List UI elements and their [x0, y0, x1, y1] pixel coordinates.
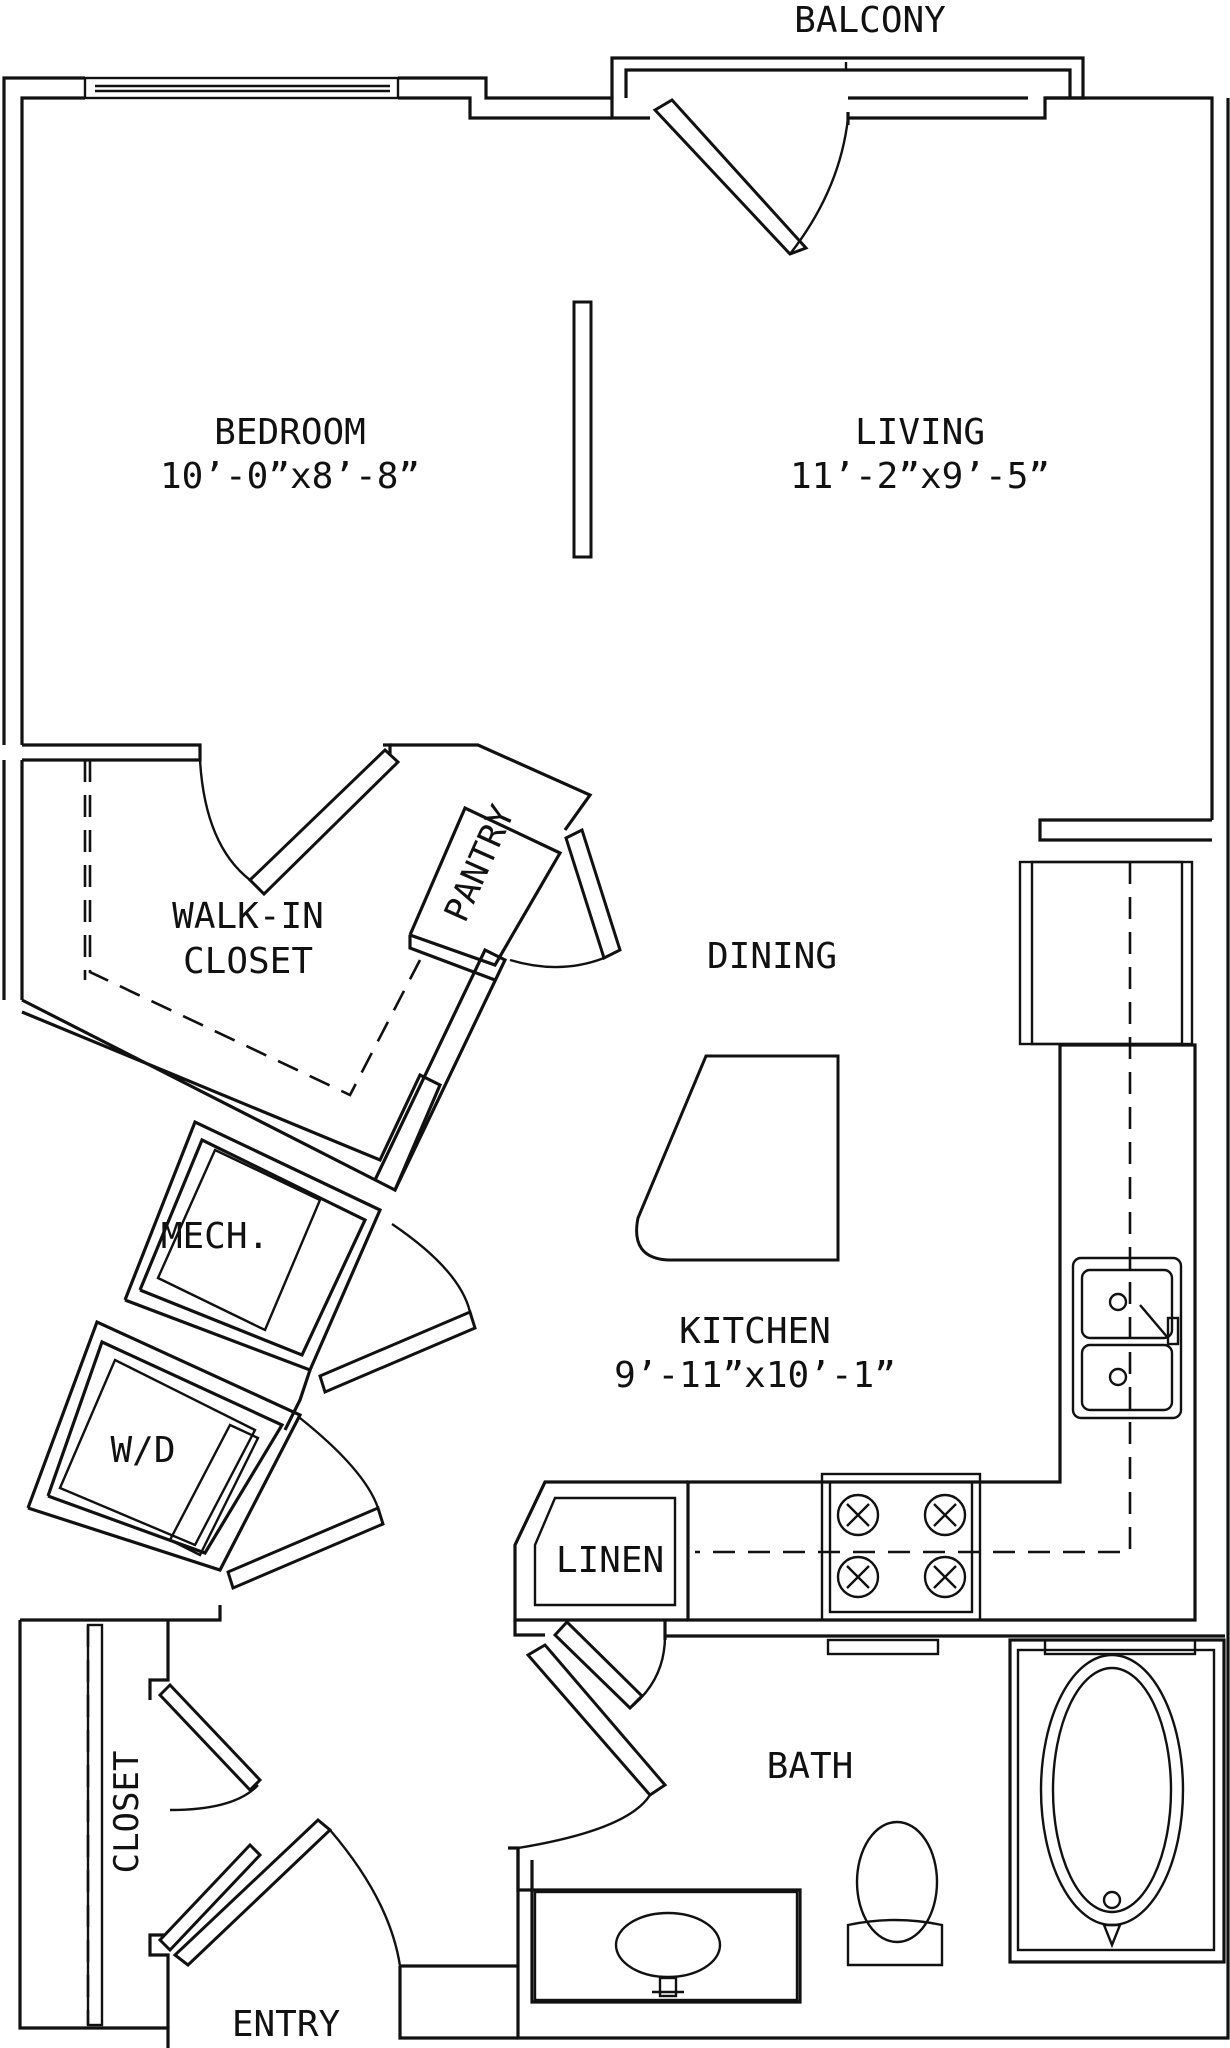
walkin-closet-label-2: CLOSET: [183, 941, 313, 982]
toilet-icon: [846, 1820, 944, 1967]
door-swing-icon[interactable]: [226, 1417, 385, 1591]
balcony-label: BALCONY: [794, 0, 946, 41]
walkin-closet-walls: [21, 743, 443, 1193]
bedroom-dims: 10’-0”x8’-8”: [160, 456, 420, 497]
pantry-walls: [390, 743, 593, 982]
door-swing-icon[interactable]: [172, 1817, 402, 1967]
door-swing-icon[interactable]: [652, 98, 850, 256]
dining-label: DINING: [707, 936, 837, 977]
walkin-closet-label: WALK-IN: [172, 896, 324, 937]
balcony-railing: [610, 56, 1085, 100]
partition-wall: [572, 300, 593, 559]
kitchen-island: [635, 1054, 840, 1262]
pantry-label: PANTRY: [437, 799, 524, 927]
door-swing-icon[interactable]: [509, 827, 622, 969]
bath-walls: [516, 1620, 1226, 2004]
vanity-sink-icon: [533, 1890, 799, 2002]
bedroom-label: BEDROOM: [214, 412, 366, 453]
mech-label: MECH.: [161, 1216, 269, 1257]
bathtub-icon: [1016, 1648, 1216, 1952]
door-swing-icon[interactable]: [157, 1682, 263, 1812]
window-icon: [83, 76, 400, 100]
living-dims: 11’-2”x9’-5”: [790, 456, 1050, 497]
wd-label: W/D: [110, 1430, 175, 1471]
bath-label: BATH: [767, 1746, 854, 1787]
closet-label: CLOSET: [107, 1751, 147, 1874]
door-swing-icon[interactable]: [318, 1223, 477, 1395]
linen-label: LINEN: [556, 1540, 664, 1581]
entry-closet-walls: [86, 1605, 222, 2028]
living-label: LIVING: [855, 412, 985, 453]
range-burner-icon: [820, 1472, 982, 1622]
door-swing-icon[interactable]: [198, 747, 401, 897]
kitchen-dims: 9’-11”x10’-1”: [614, 1355, 896, 1396]
door-swing-icon[interactable]: [552, 1619, 667, 1711]
sink-icon: [1071, 1256, 1183, 1420]
entry-label: ENTRY: [232, 2004, 341, 2045]
kitchen-label: KITCHEN: [679, 1311, 831, 1352]
door-swing-icon[interactable]: [157, 1842, 263, 1953]
door-swing-icon[interactable]: [517, 1643, 668, 1850]
mech-wd-walls: [26, 947, 508, 1572]
linen-walls: [513, 1480, 688, 1637]
